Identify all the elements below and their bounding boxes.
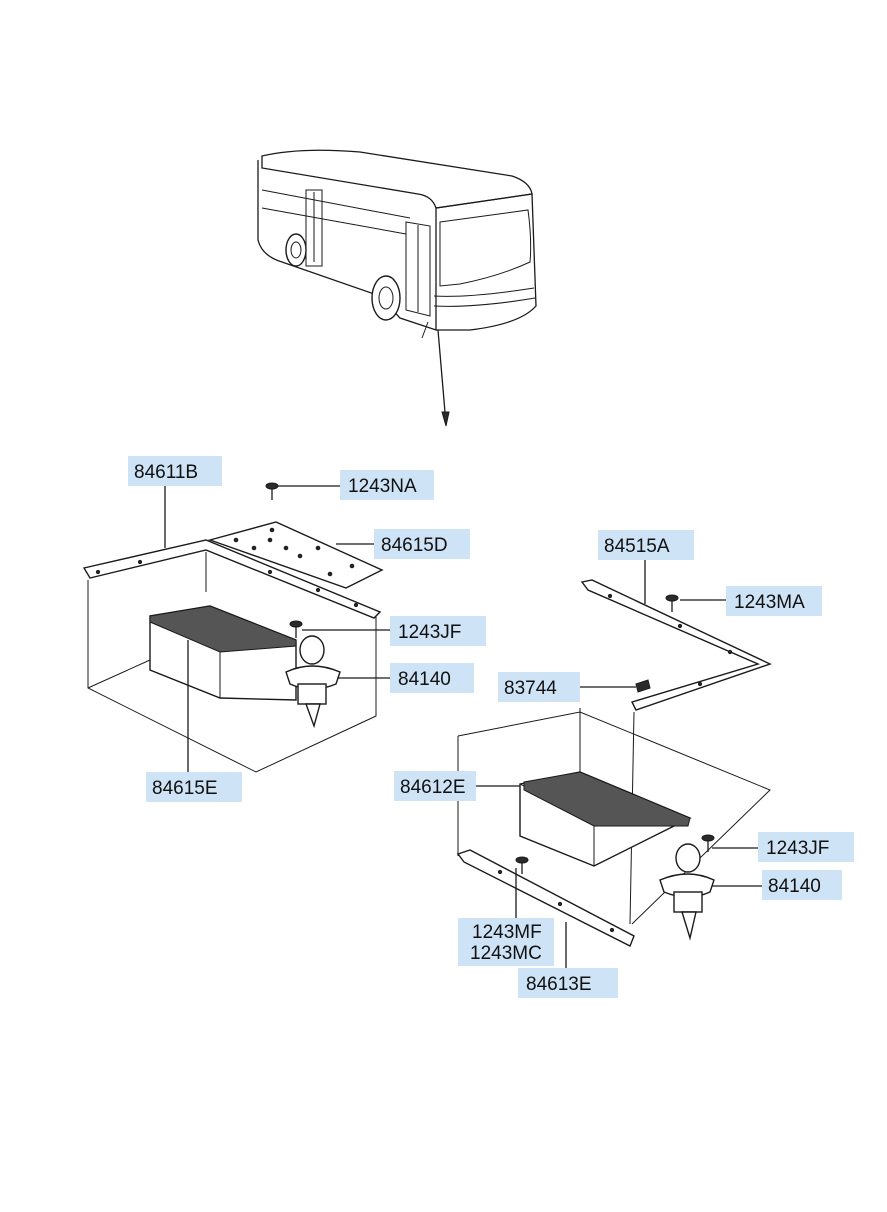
svg-text:1243MA: 1243MA	[734, 592, 805, 613]
svg-text:84611B: 84611B	[134, 462, 198, 483]
callout-84140-left: 84140	[390, 663, 474, 693]
svg-text:1243NA: 1243NA	[348, 476, 417, 497]
callout-84615D: 84615D	[374, 529, 470, 559]
svg-text:1243JF: 1243JF	[766, 838, 829, 859]
callout-1243MA: 1243MA	[726, 586, 822, 616]
callout-84515A: 84515A	[598, 530, 694, 560]
callout-1243JF-left: 1243JF	[390, 616, 486, 646]
callout-1243JF-right: 1243JF	[758, 832, 854, 862]
bus-illustration	[257, 149, 537, 427]
callout-1243MF-1243MC: 1243MF 1243MC	[458, 918, 554, 966]
svg-text:84515A: 84515A	[604, 536, 670, 557]
screw-1243MA	[665, 594, 679, 612]
screw-1243JF-right	[701, 834, 715, 852]
callout-84615E: 84615E	[146, 772, 242, 802]
svg-text:84615E: 84615E	[152, 778, 218, 799]
svg-text:1243JF: 1243JF	[398, 622, 461, 643]
screw-1243JF-left	[289, 620, 303, 638]
screw-1243NA	[265, 482, 279, 500]
leader-lines	[164, 484, 762, 970]
svg-text:84140: 84140	[398, 669, 451, 690]
callout-1243MF: 1243MF	[472, 922, 542, 943]
callout-84612E: 84612E	[394, 771, 476, 801]
callout-1243MC: 1243MC	[470, 943, 542, 964]
svg-text:84615D: 84615D	[381, 535, 448, 556]
left-assembly	[82, 482, 384, 773]
screw-1243MF	[515, 856, 529, 874]
callout-83744: 83744	[498, 672, 580, 702]
callout-84611B: 84611B	[128, 456, 222, 486]
right-assembly	[456, 579, 772, 947]
svg-text:84612E: 84612E	[400, 777, 466, 798]
callout-84140-right: 84140	[762, 870, 842, 900]
svg-text:84613E: 84613E	[526, 974, 592, 995]
callout-84613E: 84613E	[518, 968, 618, 998]
svg-text:84140: 84140	[768, 876, 821, 897]
svg-text:83744: 83744	[504, 678, 557, 699]
callout-1243NA: 1243NA	[340, 470, 434, 500]
